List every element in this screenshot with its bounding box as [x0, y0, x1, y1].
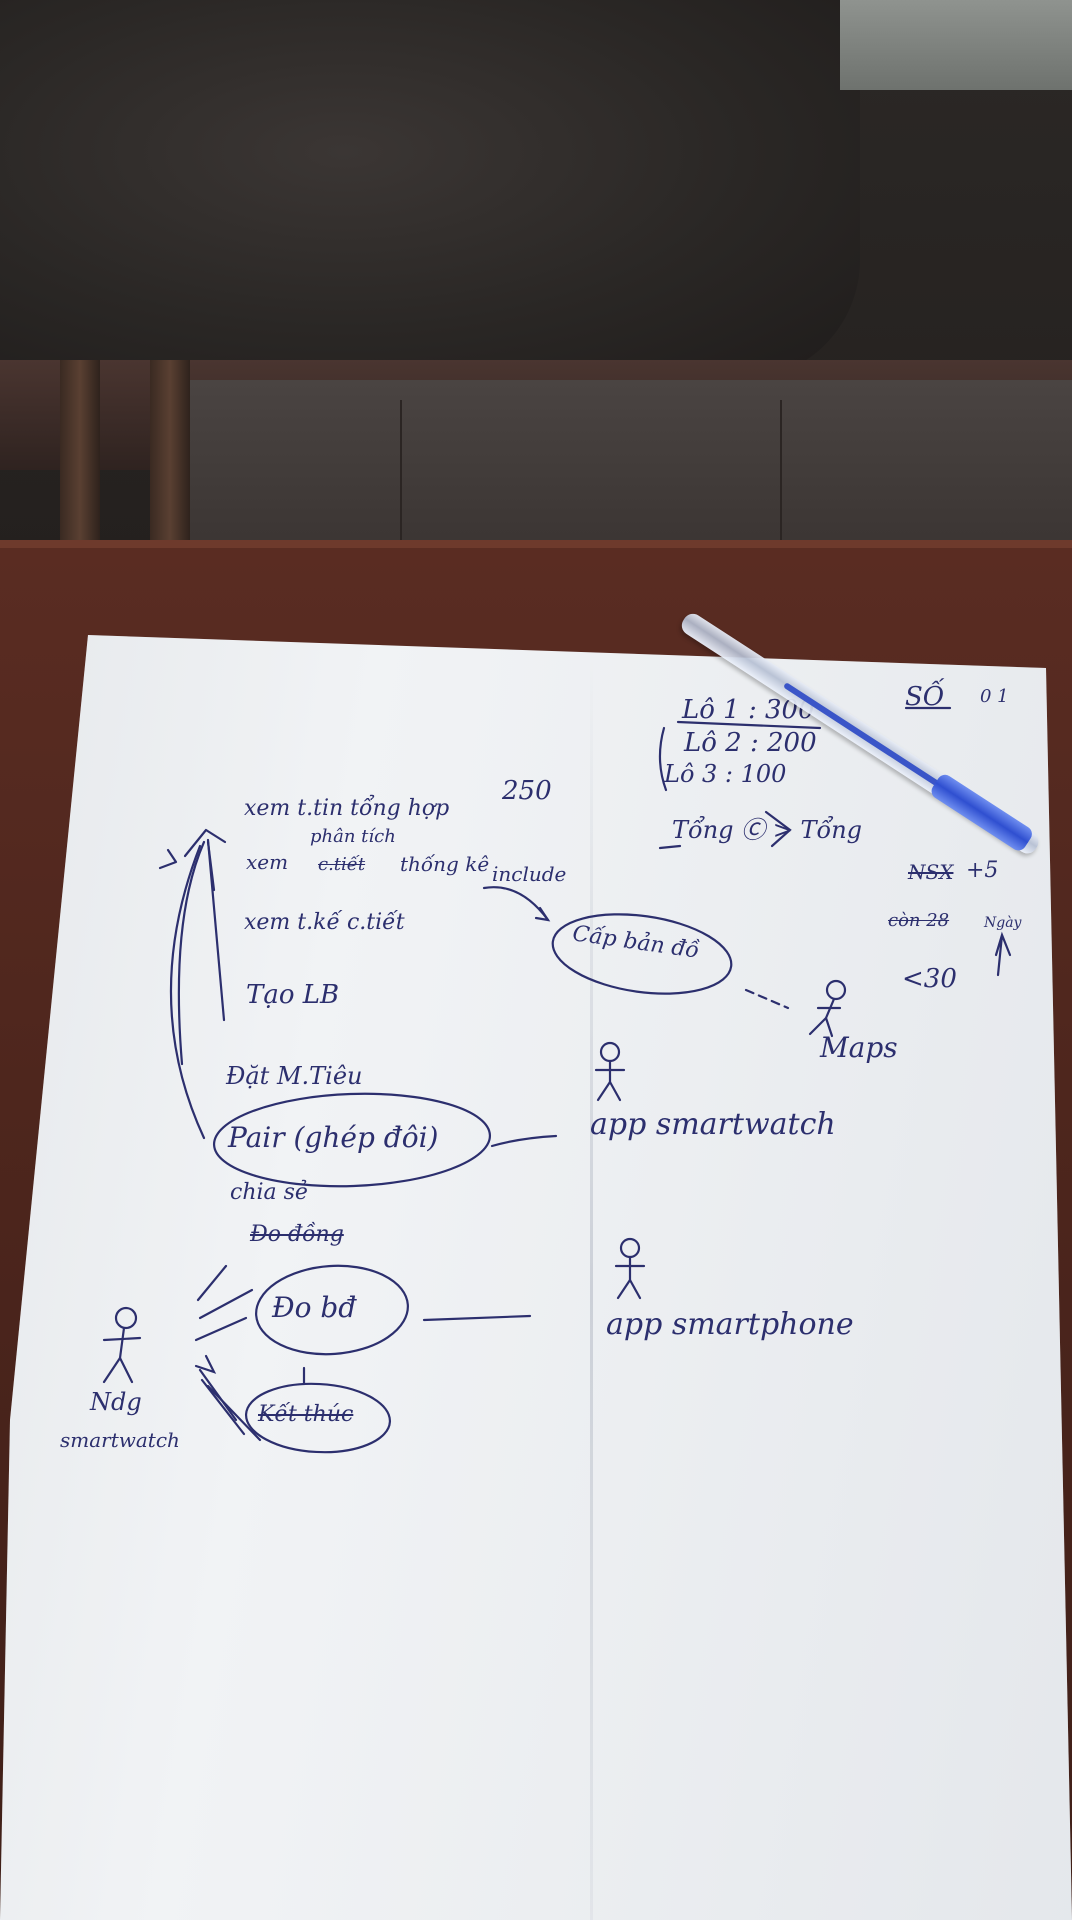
usecase-measure-crossed: Đo đồng [250, 1222, 344, 1247]
tick-mark [658, 844, 682, 850]
greater-sign [764, 810, 792, 848]
usecase-set-goal: Đặt M.Tiêu [226, 1062, 363, 1090]
label-so: SỐ [905, 682, 945, 712]
actor-app-smartwatch-label: app smartwatch [590, 1107, 836, 1142]
user-line [196, 1264, 228, 1302]
usecase-share: chia sẻ [230, 1180, 308, 1205]
actor-user-device-label: smartwatch [60, 1428, 180, 1452]
app-smartwatch-actor-legs [596, 1080, 622, 1102]
table-row-2: Lô 2 : 200 [684, 728, 817, 758]
usecase-pair-label: Pair (ghép đôi) [228, 1121, 439, 1154]
include-label: include [492, 862, 567, 886]
table-bracket [658, 726, 668, 792]
maps-actor-head [825, 979, 847, 1001]
floor-seam [400, 400, 402, 550]
table-row-3: Lô 3 : 100 [664, 760, 787, 788]
user-arrowhead [194, 1354, 217, 1374]
assoc-line [177, 840, 206, 1066]
maps-actor-legs [808, 1016, 834, 1038]
usecase-pair-ellipse [212, 1092, 492, 1188]
user-line [200, 1378, 246, 1436]
total-line: Tổng Ⓒ > Tổng [672, 816, 863, 844]
number-250: 250 [502, 776, 552, 806]
usecase-measure-ellipse [255, 1264, 409, 1356]
bench-leg [150, 360, 190, 550]
paper-fold [590, 660, 593, 1920]
usecase-view-summary: xem t.tin tổng hợp [244, 796, 450, 821]
usecase-analysis-note: phân tích [310, 826, 396, 847]
user-actor-legs [102, 1356, 134, 1384]
actor-mark [158, 848, 178, 870]
dashed-line [744, 988, 790, 1010]
floor [160, 380, 1072, 550]
actor-maps-label: Maps [820, 1031, 898, 1064]
dark-fabric [0, 0, 860, 380]
user-actor-head [114, 1306, 138, 1330]
floor-seam [780, 400, 782, 550]
pair-assoc-line [490, 1134, 558, 1148]
user-line [198, 1288, 254, 1320]
label-sheet-number: 0 1 [980, 686, 1009, 707]
user-actor-arms [102, 1336, 142, 1342]
usecase-map-ellipse [551, 913, 733, 995]
table-line [676, 720, 822, 730]
note-plus: +5 [966, 858, 999, 883]
usecase-view-detail: xem t.kế c.tiết [244, 910, 405, 935]
note-nsx: NSX [908, 860, 954, 884]
user-actor-body [118, 1326, 126, 1360]
assoc-line [206, 840, 216, 892]
measure-assoc-line [422, 1314, 532, 1322]
usecase-view-stats-crossed: c.tiết [318, 854, 366, 875]
usecase-create-lb: Tạo LB [246, 980, 340, 1010]
usecase-measure-label: Đo bđ [272, 1291, 357, 1324]
note-less-than-30: <30 [902, 964, 957, 994]
actor-user-label: Ndg [90, 1388, 142, 1416]
usecase-end-label: Kết thúc [258, 1402, 354, 1427]
strike-line [206, 1384, 262, 1442]
assoc-line [169, 844, 206, 1140]
usecase-end-ellipse [244, 1382, 392, 1454]
app-smartwatch-actor-head [599, 1041, 621, 1063]
note-remaining: còn 28 [888, 910, 950, 931]
usecase-view-stats-prefix: xem [246, 850, 289, 874]
arrow-head [183, 828, 227, 858]
usecase-view-stats: thống kê [400, 852, 490, 876]
include-arrow [482, 886, 550, 922]
background-wall [840, 0, 1072, 90]
bench-leg [60, 360, 100, 550]
desk-edge [0, 540, 1072, 548]
user-line [194, 1316, 248, 1342]
arrow-up [994, 931, 1012, 977]
note-days: Ngày [984, 915, 1022, 931]
app-smartphone-actor-head [619, 1237, 641, 1259]
include-arrowhead [534, 906, 551, 922]
actor-app-smartphone-label: app smartphone [606, 1307, 854, 1342]
app-smartphone-actor-legs [616, 1278, 642, 1300]
